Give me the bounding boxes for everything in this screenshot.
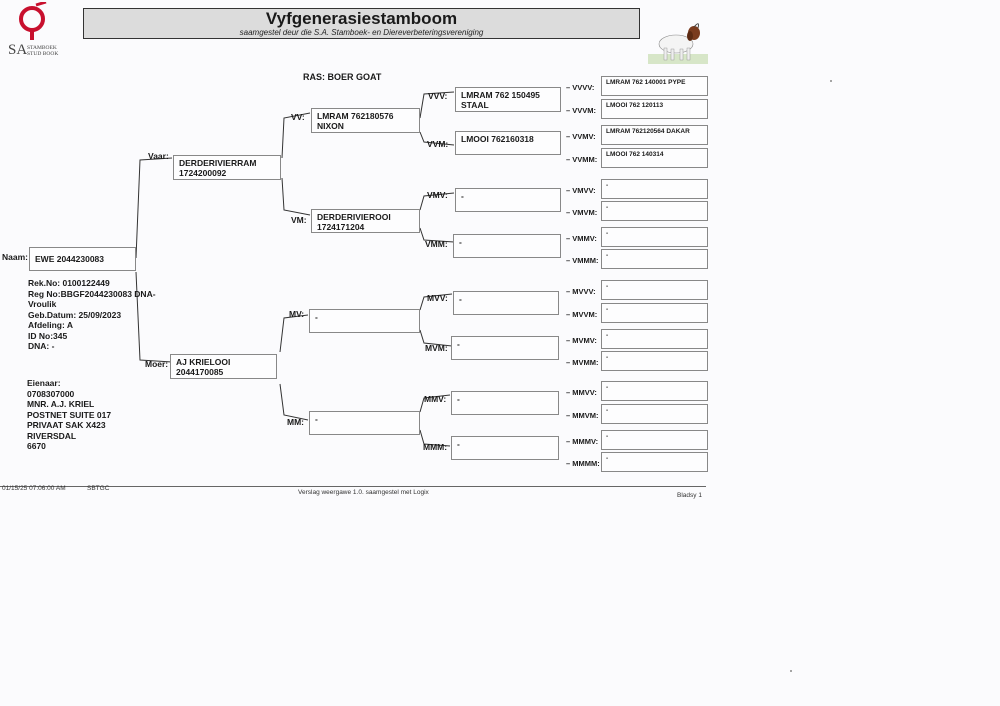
mmm-label: MMM: (423, 442, 448, 452)
footer-code: SBTGC (87, 485, 110, 492)
vvv-box: LMRAM 762 150495 STAAL (455, 87, 561, 112)
subject-details: Rek.No: 0100122449 Reg No:BBGF2044230083… (28, 278, 156, 351)
vaar-label: Vaar: (148, 151, 169, 161)
gen4-label: – MVMM: (566, 358, 599, 367)
vm-label: VM: (291, 215, 307, 225)
title-banner: Vyfgenerasiestamboom saamgestel deur die… (83, 8, 640, 39)
vmv-label: VMV: (427, 190, 448, 200)
gen4-box: - (601, 381, 708, 401)
gen4-box: - (601, 329, 708, 349)
gen4-box: - (601, 303, 708, 323)
gen4-box: LMOOI 762 120113 (601, 99, 708, 119)
gen4-label: – VMVM: (566, 208, 598, 217)
subject-name-box: EWE 2044230083 (29, 247, 136, 271)
gen4-box: - (601, 227, 708, 247)
gen4-label: – VVMM: (566, 155, 598, 164)
scan-speck (830, 80, 832, 82)
gen4-box: - (601, 351, 708, 371)
sire-box: DERDERIVIERRAM 1724200092 (173, 155, 281, 180)
gen4-label: – VVVV: (566, 83, 595, 92)
mvv-label: MVV: (427, 293, 448, 303)
gen4-box: - (601, 452, 708, 472)
gen4-label: – MMMV: (566, 437, 599, 446)
logo-subtext: STAMBOEK STUD BOOK (27, 45, 59, 57)
gen4-label: – VVMV: (566, 132, 596, 141)
gen4-label: – VVVM: (566, 106, 597, 115)
dam-box: AJ KRIELOOI 2044170085 (170, 354, 277, 379)
gen4-box: LMRAM 762 140001 PYPE (601, 76, 708, 96)
vm-box: DERDERIVIEROOI 1724171204 (311, 209, 420, 233)
gen4-box: - (601, 404, 708, 424)
mm-box: - (309, 411, 420, 435)
vmm-box: - (453, 234, 561, 258)
vvm-label: VVM: (427, 139, 449, 149)
gen4-label: – VMMV: (566, 234, 597, 243)
mv-label: MV: (289, 309, 305, 319)
page-subtitle: saamgestel deur die S.A. Stamboek- en Di… (239, 28, 484, 37)
scan-speck (790, 670, 792, 672)
breed-label: RAS: BOER GOAT (303, 72, 382, 82)
gen4-box: - (601, 201, 708, 221)
gen4-label: – MMVM: (566, 411, 599, 420)
footer-page-number: Bladsy 1 (677, 492, 702, 499)
vv-box: LMRAM 762180576 NIXON (311, 108, 420, 133)
boer-goat-image (648, 23, 708, 64)
vmv-box: - (455, 188, 561, 212)
vmm-label: VMM: (425, 239, 448, 249)
owner-details: Eienaar: 0708307000 MNR. A.J. KRIEL POST… (27, 378, 112, 451)
footer-divider (0, 486, 706, 487)
mvm-label: MVM: (425, 343, 448, 353)
mmv-label: MMV: (424, 394, 447, 404)
footer-timestamp: 01/15/25 07:06:00 AM (2, 485, 66, 492)
gen4-box: LMRAM 762120564 DAKAR (601, 125, 708, 145)
naam-label: Naam: (2, 252, 28, 262)
gen4-label: – MMVV: (566, 388, 597, 397)
gen4-label: – MVMV: (566, 336, 597, 345)
footer-report-version: Verslag weergawe 1.0. saamgestel met Log… (298, 489, 429, 496)
mvv-box: - (453, 291, 559, 315)
logo-letters: SA (8, 42, 28, 58)
gen4-box: LMOOI 762 140314 (601, 148, 708, 168)
sa-studbook-logo-icon (19, 2, 47, 40)
mm-label: MM: (287, 417, 304, 427)
gen4-label: – MVVV: (566, 287, 596, 296)
mv-box: - (309, 309, 420, 333)
vvm-box: LMOOI 762160318 (455, 131, 561, 155)
vvv-label: VVV: (428, 91, 448, 101)
gen4-label: – MVVM: (566, 310, 598, 319)
gen4-box: - (601, 280, 708, 300)
gen4-label: – VMVV: (566, 186, 596, 195)
page-title: Vyfgenerasiestamboom (265, 9, 458, 28)
gen4-box: - (601, 430, 708, 450)
gen4-box: - (601, 249, 708, 269)
mmv-box: - (451, 391, 559, 415)
gen4-box: - (601, 179, 708, 199)
mvm-box: - (451, 336, 559, 360)
mmm-box: - (451, 436, 559, 460)
gen4-label: – VMMM: (566, 256, 599, 265)
gen4-label: – MMMM: (566, 459, 600, 468)
vv-label: VV: (291, 112, 305, 122)
moer-label: Moer: (145, 359, 169, 369)
